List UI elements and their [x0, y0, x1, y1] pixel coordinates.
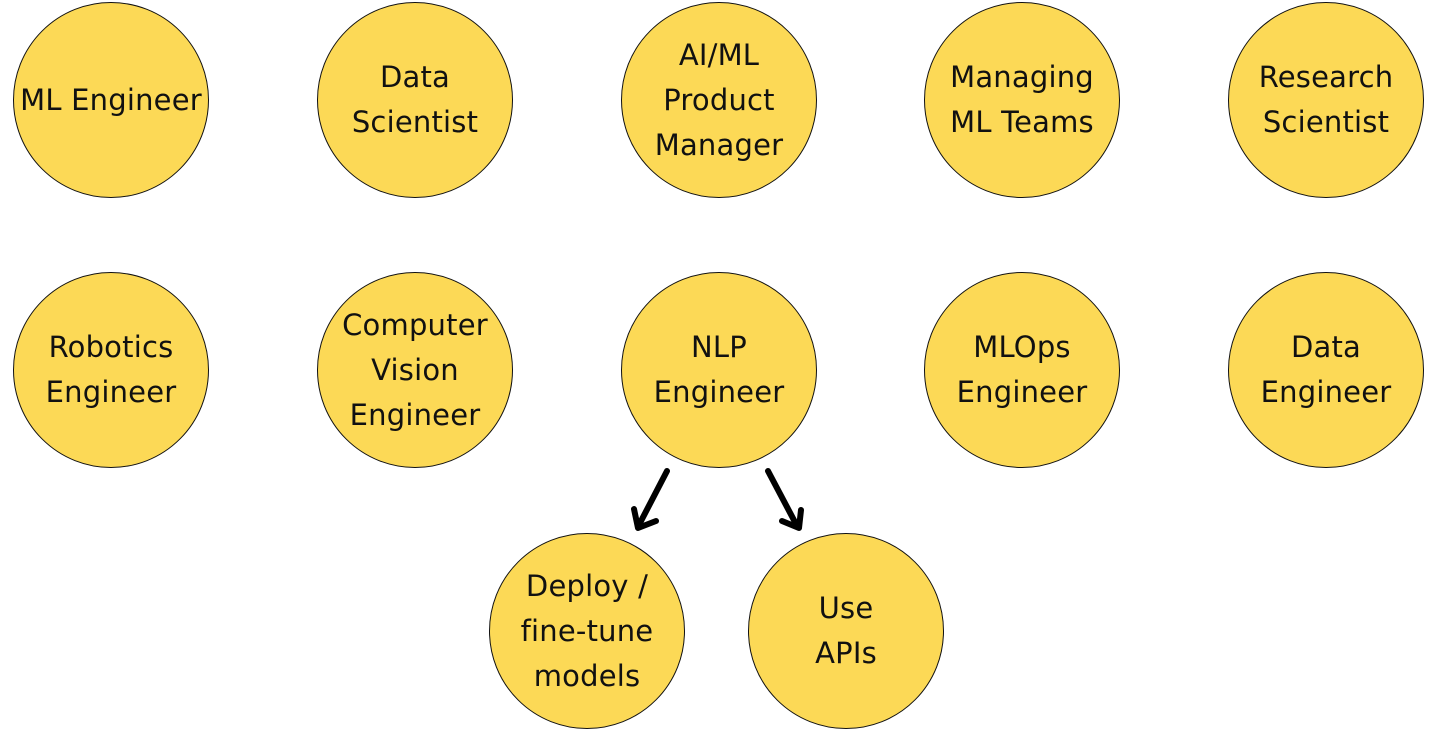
node-computer-vision-engineer: Computer Vision Engineer — [317, 272, 513, 468]
node-mlops-engineer: MLOps Engineer — [924, 272, 1120, 468]
node-label: Vision — [371, 352, 459, 387]
node-label: models — [533, 658, 641, 693]
node-label: fine-tune — [520, 613, 654, 648]
node-use-apis: Use APIs — [748, 533, 944, 729]
node-label: APIs — [815, 636, 877, 670]
node-research-scientist: Research Scientist — [1228, 2, 1424, 198]
node-label: Scientist — [351, 105, 479, 139]
node-managing-ml-teams: Managing ML Teams — [924, 2, 1120, 198]
node-label: Engineer — [45, 375, 177, 409]
node-label: Research — [1258, 60, 1394, 94]
node-label: Engineer — [653, 375, 785, 409]
node-label: NLP — [691, 330, 747, 364]
node-label: AI/ML — [678, 37, 760, 72]
node-label: Robotics — [48, 330, 174, 364]
edge-arrowhead — [779, 507, 804, 531]
node-data-scientist: Data Scientist — [317, 2, 513, 198]
node-label: Engineer — [349, 397, 481, 432]
node-label: MLOps — [973, 330, 1071, 364]
node-label: Managing — [950, 60, 1094, 94]
node-label: ML Engineer — [20, 82, 202, 117]
node-label: Product — [663, 82, 775, 117]
node-label: Data — [379, 60, 451, 94]
node-label: Scientist — [1262, 105, 1390, 139]
node-label: Engineer — [956, 375, 1088, 409]
node-ml-engineer: ML Engineer — [13, 2, 209, 198]
node-robotics-engineer: Robotics Engineer — [13, 272, 209, 468]
node-data-engineer: Data Engineer — [1228, 272, 1424, 468]
node-ai-ml-product-manager: AI/ML Product Manager — [621, 2, 817, 198]
edge-arrow-shaft — [637, 468, 670, 526]
node-label: Manager — [654, 127, 784, 162]
node-label: Computer — [342, 307, 488, 342]
node-label: ML Teams — [950, 105, 1094, 139]
node-label: Engineer — [1260, 375, 1392, 409]
edge-arrowhead — [631, 506, 659, 531]
node-label: Data — [1290, 330, 1362, 364]
node-label: Use — [818, 591, 874, 625]
edge-nlp-to-deploy — [631, 468, 670, 531]
edge-nlp-to-use-apis — [765, 468, 804, 531]
node-nlp-engineer: NLP Engineer — [621, 272, 817, 468]
edge-arrow-shaft — [765, 468, 799, 527]
node-deploy-fine-tune-models: Deploy / fine-tune models — [489, 533, 685, 729]
node-label: Deploy / — [525, 568, 649, 603]
